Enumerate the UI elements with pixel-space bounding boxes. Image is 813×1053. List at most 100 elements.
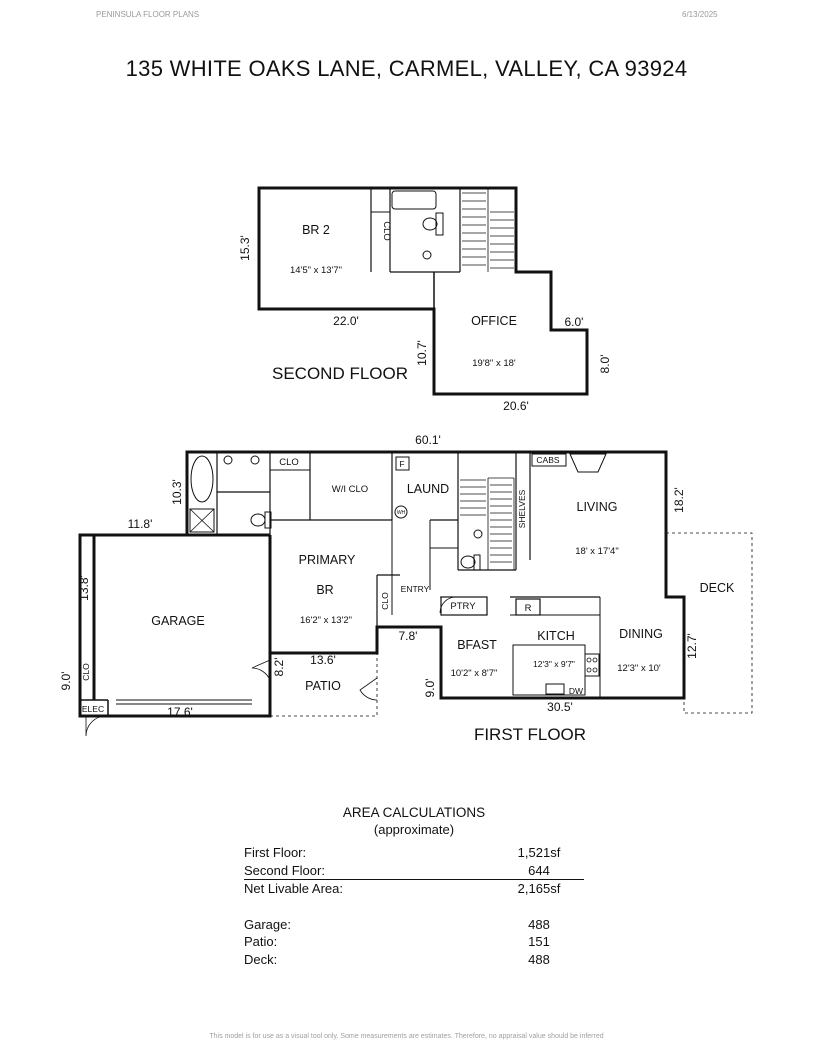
master-bathtub <box>190 455 214 503</box>
furnace-label: F <box>399 459 404 469</box>
area-subtitle: (approximate) <box>373 822 455 837</box>
dining-label: DINING <box>619 627 663 641</box>
toilet <box>422 217 438 231</box>
area-value: 488 <box>528 916 550 932</box>
bfast-label: BFAST <box>457 638 497 652</box>
dining-size: 12'3" x 10' <box>617 663 661 674</box>
dim-garage-top: 11.8' <box>128 517 153 531</box>
area-value: 488 <box>528 951 550 967</box>
area-label: Garage: <box>244 916 291 932</box>
second-floor-plan <box>257 186 589 396</box>
master-toilet <box>250 513 266 527</box>
dim-office-right: 8.0' <box>598 355 612 374</box>
dim-patio-side: 8.2' <box>272 658 286 677</box>
clo-top-label: CLO <box>279 457 299 468</box>
first-floor-title: FIRST FLOOR <box>474 725 586 744</box>
second-floor-title: SECOND FLOOR <box>272 364 408 383</box>
dim-patio-top: 13.6' <box>310 653 336 667</box>
entry-closet-label: CLO <box>380 592 390 610</box>
area-row-garage: Garage: 488 <box>244 916 584 934</box>
half-bath-toilet <box>460 555 476 569</box>
fridge-label: R <box>525 603 532 614</box>
dim-office-bottom: 20.6' <box>503 399 529 413</box>
area-label: Second Floor: <box>244 862 325 878</box>
deck-outline <box>666 532 753 714</box>
dim-entry-step: 7.8' <box>399 629 418 643</box>
dim-garage-left: 13.8' <box>77 575 91 601</box>
area-row-net-livable: Net Livable Area: 2,165sf <box>244 880 584 898</box>
dim-upper-left: 10.3' <box>170 479 184 505</box>
area-row-first-floor: First Floor: 1,521sf <box>244 844 584 862</box>
property-address: 135 WHITE OAKS LANE, CARMEL, VALLEY, CA … <box>125 56 688 81</box>
shelves-label: SHELVES <box>517 489 527 528</box>
office-label: OFFICE <box>471 314 517 328</box>
deck-label: DECK <box>700 581 735 595</box>
water-heater-label: WH <box>397 510 406 516</box>
area-value: 151 <box>528 934 550 949</box>
disclaimer: This model is for use as a visual tool o… <box>209 1033 604 1040</box>
plan-date: 6/13/2025 <box>682 10 718 19</box>
dim-first-bottom: 30.5' <box>547 700 573 714</box>
area-label: Patio: <box>244 934 278 949</box>
area-label: Deck: <box>244 951 278 967</box>
office-size: 19'8" x 18' <box>472 358 516 369</box>
area-title: AREA CALCULATIONS <box>342 805 486 820</box>
area-row-second-floor: Second Floor: 644 <box>244 862 584 880</box>
kitch-label: KITCH <box>537 629 575 643</box>
bath-sink-2 <box>250 455 260 465</box>
br2-label: BR 2 <box>302 223 330 237</box>
dim-bfast-left: 9.0' <box>423 679 437 698</box>
area-calculations: AREA CALCULATIONS (approximate) First Fl… <box>244 804 584 968</box>
dim-office-left: 10.7' <box>415 340 429 366</box>
garage-label: GARAGE <box>151 614 205 628</box>
living-size: 18' x 17'4" <box>575 546 618 557</box>
garage-closet-label: CLO <box>81 663 91 681</box>
laund-label: LAUND <box>407 482 449 496</box>
ptry-label: PTRY <box>450 601 476 612</box>
fireplace <box>569 453 607 473</box>
living-label: LIVING <box>577 500 618 514</box>
area-value: 1,521sf <box>517 845 561 860</box>
sink <box>422 250 432 260</box>
kitchen-sink <box>545 683 565 695</box>
primary-size: 16'2" x 13'2" <box>300 615 352 626</box>
dim-dining-right: 12.7' <box>685 633 699 659</box>
br2-size: 14'5" x 13'7" <box>290 265 342 276</box>
dim-second-bottom-left: 22.0' <box>333 314 359 328</box>
elec-label: ELEC <box>82 704 104 714</box>
entry-label: ENTRY <box>401 584 430 594</box>
cabs-label: CABS <box>536 455 559 465</box>
range <box>584 653 600 677</box>
area-label: First Floor: <box>244 845 307 860</box>
dim-garage-bottom: 17.6' <box>167 705 193 719</box>
br2-closet-label: CLO <box>381 221 392 241</box>
wi-clo-label: W/I CLO <box>332 484 368 495</box>
dim-garage-closet: 9.0' <box>59 672 73 691</box>
bfast-size: 10'2" x 8'7" <box>451 668 498 679</box>
area-value: 644 <box>528 862 550 878</box>
refrigerator <box>515 598 541 616</box>
dim-second-left: 15.3' <box>238 235 252 261</box>
half-bath-sink <box>473 529 483 539</box>
bath-sink-1 <box>223 455 233 465</box>
dim-office-step: 6.0' <box>565 315 584 329</box>
area-label: Net Livable Area: <box>244 881 344 896</box>
dim-first-top: 60.1' <box>415 433 441 447</box>
second-floor-outline <box>257 186 589 396</box>
cabinets <box>531 453 567 467</box>
company-name: PENINSULA FLOOR PLANS <box>96 10 200 19</box>
area-row-deck: Deck: 488 <box>244 951 584 969</box>
first-floor-plan <box>78 450 753 737</box>
stairs <box>462 188 514 272</box>
bathtub <box>391 190 437 210</box>
primary-label: PRIMARY <box>299 553 356 567</box>
patio-label: PATIO <box>305 679 341 693</box>
water-heater <box>394 505 408 519</box>
area-value: 2,165sf <box>517 881 561 896</box>
first-floor-stairs <box>460 477 515 570</box>
shower <box>189 508 215 533</box>
dishwasher-label: DW <box>569 686 583 696</box>
pantry <box>440 596 488 616</box>
dim-first-right: 18.2' <box>672 487 686 513</box>
